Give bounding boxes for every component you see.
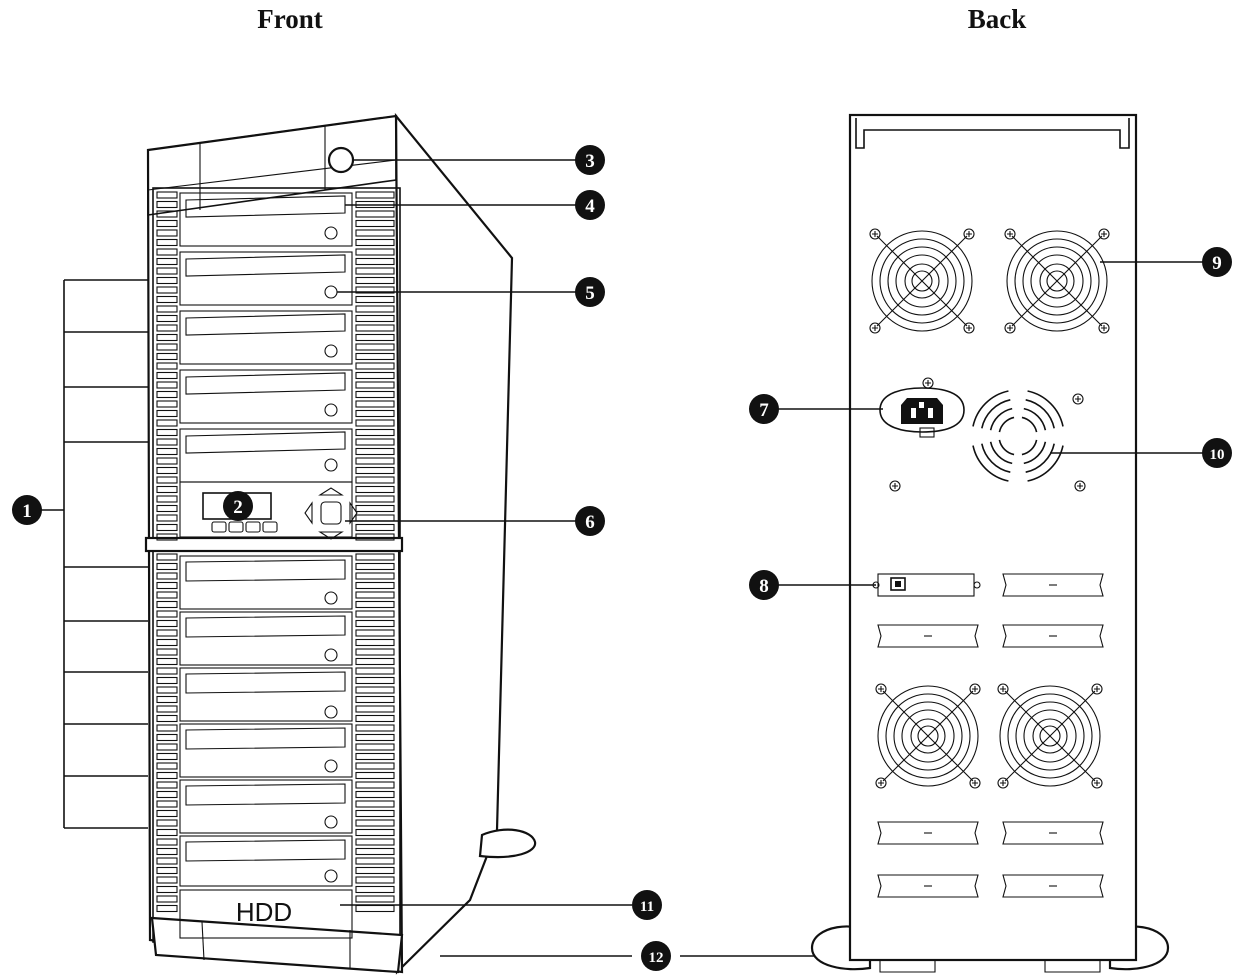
- power-inlet[interactable]: [879, 377, 965, 438]
- bay-led: [324, 458, 338, 472]
- usb-port-card[interactable]: [872, 573, 981, 597]
- psu-fan: [972, 390, 1064, 482]
- drive-bay[interactable]: [179, 192, 353, 247]
- callout-8: 8: [749, 570, 779, 600]
- front-view: HDD: [144, 112, 537, 975]
- drive-bay[interactable]: [179, 369, 353, 424]
- bay-led: [324, 344, 338, 358]
- svg-text:7: 7: [759, 400, 769, 421]
- bay-led: [324, 759, 338, 773]
- back-panel: [848, 113, 1138, 962]
- callout-10: 10: [1202, 438, 1232, 468]
- callout-2: 2: [223, 491, 253, 521]
- callout-4: 4: [575, 190, 605, 220]
- svg-text:12: 12: [649, 950, 664, 966]
- svg-text:4: 4: [585, 196, 595, 217]
- drive-bay[interactable]: [179, 611, 353, 666]
- drive-bay[interactable]: [179, 310, 353, 365]
- svg-text:5: 5: [585, 283, 595, 304]
- cooling-fan: [875, 683, 981, 789]
- callout-12: 12: [641, 941, 671, 971]
- svg-text:11: 11: [640, 899, 654, 915]
- callout-5: 5: [575, 277, 605, 307]
- cooling-fan: [997, 683, 1103, 789]
- navigation-pad[interactable]: [304, 487, 358, 540]
- drive-bay[interactable]: [179, 779, 353, 834]
- bay-led: [324, 226, 338, 240]
- callout-3: 3: [575, 145, 605, 175]
- power-button[interactable]: [327, 146, 355, 174]
- svg-text:6: 6: [585, 512, 595, 533]
- hdd-label: HDD: [236, 897, 292, 927]
- callout-6: 6: [575, 506, 605, 536]
- bay-led: [324, 815, 338, 829]
- svg-text:2: 2: [233, 497, 243, 518]
- expansion-slots: [877, 573, 1104, 898]
- svg-text:10: 10: [1210, 447, 1225, 463]
- back-view: [810, 113, 1170, 973]
- cooling-fan: [869, 228, 975, 334]
- panel-button[interactable]: [262, 521, 278, 533]
- callout-markers: 1 2 3 4 5 6 7 8 9 10 11 12: [12, 145, 1232, 971]
- tower-base: [150, 916, 404, 974]
- svg-text:1: 1: [22, 501, 32, 522]
- svg-text:9: 9: [1212, 253, 1222, 274]
- carry-handle[interactable]: [855, 118, 1130, 149]
- drive-bay[interactable]: [179, 723, 353, 778]
- back-leader-lines: [775, 261, 1206, 586]
- bay-led: [324, 648, 338, 662]
- bay-led: [324, 705, 338, 719]
- callout-7: 7: [749, 394, 779, 424]
- svg-text:3: 3: [585, 151, 595, 172]
- callout-9: 9: [1202, 247, 1232, 277]
- svg-text:8: 8: [759, 576, 769, 597]
- bay-led: [324, 403, 338, 417]
- panel-button[interactable]: [228, 521, 244, 533]
- drive-bay[interactable]: [179, 667, 353, 722]
- rear-foot: [478, 828, 537, 859]
- panel-button[interactable]: [211, 521, 227, 533]
- cooling-fan: [1004, 228, 1110, 334]
- usb-port[interactable]: [890, 577, 906, 591]
- callout-11: 11: [632, 890, 662, 920]
- top-cap: [147, 115, 397, 216]
- divider-band: [144, 536, 404, 553]
- screw: [889, 393, 1086, 492]
- vent-slots-left: [156, 191, 178, 913]
- hdd-bay[interactable]: HDD: [179, 889, 353, 939]
- front-leader-lines: [41, 159, 838, 957]
- drive-bay[interactable]: [179, 835, 353, 887]
- back-view-title: Back: [968, 4, 1027, 34]
- drive-bay[interactable]: [179, 555, 353, 610]
- bay-led: [324, 591, 338, 605]
- callout-1: 1: [12, 495, 42, 525]
- panel-button[interactable]: [245, 521, 261, 533]
- bay-led: [324, 869, 338, 883]
- front-view-title: Front: [257, 4, 323, 34]
- vent-slots-right: [355, 191, 395, 913]
